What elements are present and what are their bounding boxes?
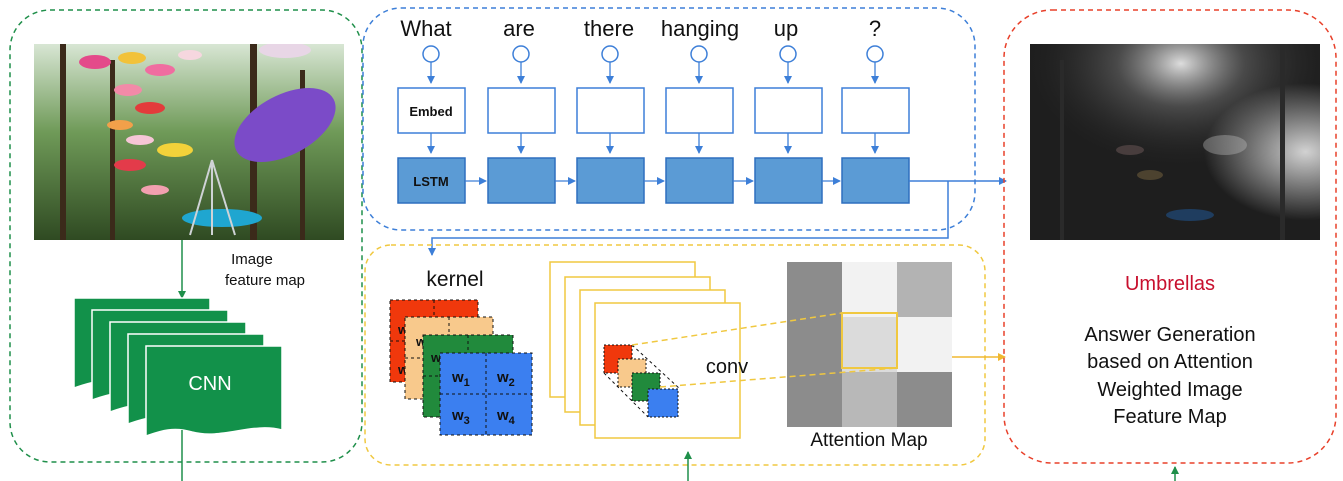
question-to-kernel-arrow: [428, 181, 949, 256]
kernel-weight-w3: w3: [451, 407, 470, 427]
attention-weighted-photo: [1030, 44, 1320, 240]
embed-box-3: [576, 87, 645, 134]
conv-feature-stack: [549, 261, 741, 439]
word-node-4: [690, 45, 708, 63]
lstm-box-3: [576, 157, 645, 204]
question-word-5: up: [774, 16, 798, 41]
answer-text: Umbrellas: [1125, 273, 1215, 295]
answer-description-line-4: Feature Map: [1113, 406, 1226, 428]
kernel-label: kernel: [426, 268, 483, 291]
question-word-column-4: hanging: [661, 16, 739, 204]
lstm-box-6: [841, 157, 910, 204]
word-node-6: [866, 45, 884, 63]
lstm-box-4: [665, 157, 734, 204]
question-word-column-5: up: [754, 16, 823, 204]
word-node-5: [779, 45, 797, 63]
kernel-weight-w2: w2: [496, 369, 515, 389]
lstm-label: LSTM: [413, 174, 448, 189]
conv-kernel-cubes: [603, 344, 681, 418]
lstm-box-5: [754, 157, 823, 204]
attention-map-cell: [897, 317, 952, 372]
attention-map: [787, 262, 952, 427]
feature-map-label-line1: Image: [231, 251, 273, 268]
kernel-weight-w1: w1: [451, 369, 470, 389]
question-word-column-1: What Embed LSTM: [397, 16, 466, 204]
image-panel-frame: [9, 9, 363, 463]
question-word-column-3: there: [576, 16, 645, 204]
embed-box-1: [397, 87, 466, 134]
attention-map-cell: [787, 372, 842, 427]
answer-description-line-3: Weighted Image: [1097, 379, 1242, 401]
attention-map-cell: [897, 372, 952, 427]
umbrella-photo: [34, 44, 344, 240]
question-panel-frame: [362, 7, 976, 231]
word-node-3: [601, 45, 619, 63]
attention-map-highlight: [841, 312, 898, 369]
kernel-blue: [439, 352, 533, 436]
word-node-2: [512, 45, 530, 63]
word-node-1: [422, 45, 440, 63]
question-word-6: ?: [869, 16, 881, 41]
embed-box-6: [841, 87, 910, 134]
attention-map-cell: [842, 372, 897, 427]
attention-map-projection-top: [631, 312, 843, 346]
conv-label: conv: [706, 356, 748, 378]
embed-box-5: [754, 87, 823, 134]
kernel-weight-w4: w4: [496, 407, 516, 427]
attention-panel-frame: [364, 244, 986, 466]
question-word-3: there: [584, 16, 634, 41]
question-word-4: hanging: [661, 16, 739, 41]
question-word-1: What: [400, 16, 451, 41]
attention-map-label: Attention Map: [810, 430, 927, 451]
kernel-stack: w w w w w w: [389, 299, 533, 436]
embed-box-4: [665, 87, 734, 134]
answer-panel-frame: [1003, 9, 1337, 464]
svg-text:w: w: [430, 350, 442, 365]
attention-map-cell: [842, 262, 897, 317]
feature-map-label-line2: feature map: [225, 272, 305, 289]
embed-box-2: [487, 87, 556, 134]
cnn-feature-stack: [73, 297, 283, 438]
answer-description-line-2: based on Attention: [1087, 351, 1253, 373]
embed-label: Embed: [409, 104, 452, 119]
attention-map-cell: [787, 262, 842, 317]
question-word-column-2: are: [487, 16, 556, 204]
answer-description-line-1: Answer Generation: [1084, 324, 1255, 346]
attention-map-cell: [842, 317, 897, 372]
attention-map-cell: [787, 317, 842, 372]
lstm-box-2: [487, 157, 556, 204]
cnn-label: CNN: [188, 373, 231, 395]
question-word-column-6: ?: [841, 16, 910, 204]
question-word-2: are: [503, 16, 535, 41]
attention-map-cell: [897, 262, 952, 317]
